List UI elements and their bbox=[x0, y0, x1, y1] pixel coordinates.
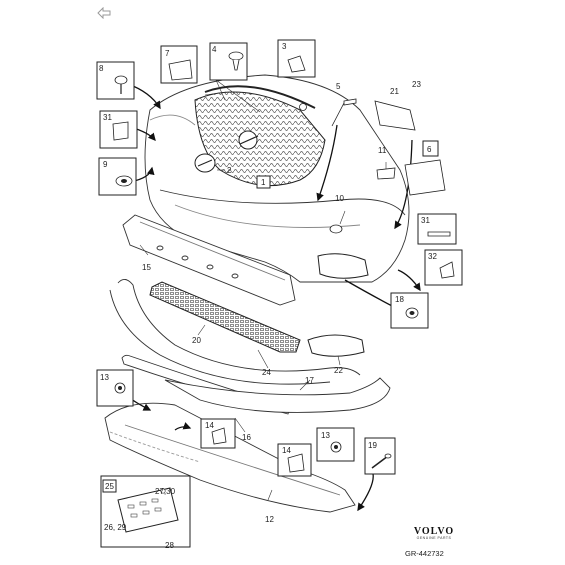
svg-text:13: 13 bbox=[100, 373, 109, 382]
svg-text:20: 20 bbox=[192, 336, 201, 345]
svg-text:7: 7 bbox=[165, 49, 170, 58]
callout-box-9[interactable]: 9 bbox=[98, 157, 137, 196]
callout-box-32[interactable]: 32 bbox=[424, 249, 463, 286]
callout-box-7[interactable]: 7 bbox=[160, 45, 198, 84]
splash-shield bbox=[104, 402, 356, 513]
svg-text:9: 9 bbox=[103, 160, 108, 169]
fasteners bbox=[299, 98, 446, 196]
front-grille bbox=[194, 85, 326, 187]
emblem bbox=[194, 153, 216, 173]
svg-text:22: 22 bbox=[334, 366, 343, 375]
svg-text:14: 14 bbox=[205, 421, 214, 430]
svg-text:12: 12 bbox=[265, 515, 274, 524]
diagram-reference: GR-442732 bbox=[405, 549, 444, 558]
callout-box-31-left[interactable]: 31 bbox=[99, 110, 138, 149]
fog-light-housing bbox=[317, 224, 369, 279]
callout-box-3[interactable]: 3 bbox=[277, 39, 316, 78]
svg-text:21: 21 bbox=[390, 87, 399, 96]
svg-text:31: 31 bbox=[103, 113, 112, 122]
volvo-logo: VOLVO GENUINE PARTS bbox=[404, 526, 464, 540]
bumper-reinforcement bbox=[122, 214, 296, 306]
svg-text:24: 24 bbox=[262, 368, 271, 377]
leader-lines bbox=[139, 79, 411, 501]
svg-text:25: 25 bbox=[105, 482, 114, 491]
svg-text:8: 8 bbox=[99, 64, 104, 73]
brand-name: VOLVO bbox=[413, 526, 455, 537]
callout-box-14-right[interactable]: 14 bbox=[277, 443, 312, 477]
callout-box-14-left[interactable]: 14 bbox=[200, 418, 236, 449]
svg-text:13: 13 bbox=[321, 431, 330, 440]
fog-light-cover bbox=[307, 334, 365, 357]
svg-text:11: 11 bbox=[378, 146, 387, 155]
brand-subtitle: GENUINE PARTS bbox=[416, 536, 452, 540]
callout-box-13-left[interactable]: 13 bbox=[96, 369, 134, 407]
callout-box-6[interactable]: 6 bbox=[422, 140, 439, 157]
back-arrow-icon[interactable] bbox=[97, 6, 111, 20]
callout-box-4[interactable]: 4 bbox=[209, 42, 248, 81]
svg-text:14: 14 bbox=[282, 446, 291, 455]
svg-text:23: 23 bbox=[412, 80, 421, 89]
callout-box-31-right[interactable]: 31 bbox=[417, 213, 457, 245]
svg-text:4: 4 bbox=[212, 45, 217, 54]
svg-text:17: 17 bbox=[305, 376, 314, 385]
svg-text:15: 15 bbox=[142, 263, 151, 272]
svg-text:28: 28 bbox=[165, 541, 174, 550]
callout-box-25[interactable]: 25 bbox=[102, 479, 117, 493]
svg-text:26, 29: 26, 29 bbox=[104, 523, 127, 532]
svg-text:32: 32 bbox=[428, 252, 437, 261]
lower-skirt bbox=[164, 377, 391, 413]
svg-text:1: 1 bbox=[261, 178, 266, 187]
lower-spoiler-lip bbox=[109, 279, 361, 385]
svg-text:27,30: 27,30 bbox=[155, 487, 176, 496]
callout-box-18[interactable]: 18 bbox=[390, 292, 429, 329]
svg-text:6: 6 bbox=[427, 145, 432, 154]
svg-text:18: 18 bbox=[395, 295, 404, 304]
callout-box-13-right[interactable]: 13 bbox=[316, 427, 355, 462]
lower-grille bbox=[149, 281, 301, 353]
svg-text:2: 2 bbox=[227, 166, 232, 175]
svg-text:16: 16 bbox=[242, 433, 251, 442]
callout-box-8[interactable]: 8 bbox=[96, 61, 135, 100]
callout-numbers: 2 10 11 12 15 16 17 20 21 22 23 24 27,30… bbox=[104, 80, 421, 550]
callout-box-1[interactable]: 1 bbox=[256, 175, 271, 189]
callout-box-19[interactable]: 19 bbox=[364, 437, 396, 475]
callout-box-5[interactable]: 5 bbox=[336, 82, 341, 91]
svg-text:10: 10 bbox=[335, 194, 344, 203]
svg-text:31: 31 bbox=[421, 216, 430, 225]
svg-text:3: 3 bbox=[282, 42, 287, 51]
svg-text:19: 19 bbox=[368, 441, 377, 450]
svg-text:5: 5 bbox=[336, 82, 341, 91]
